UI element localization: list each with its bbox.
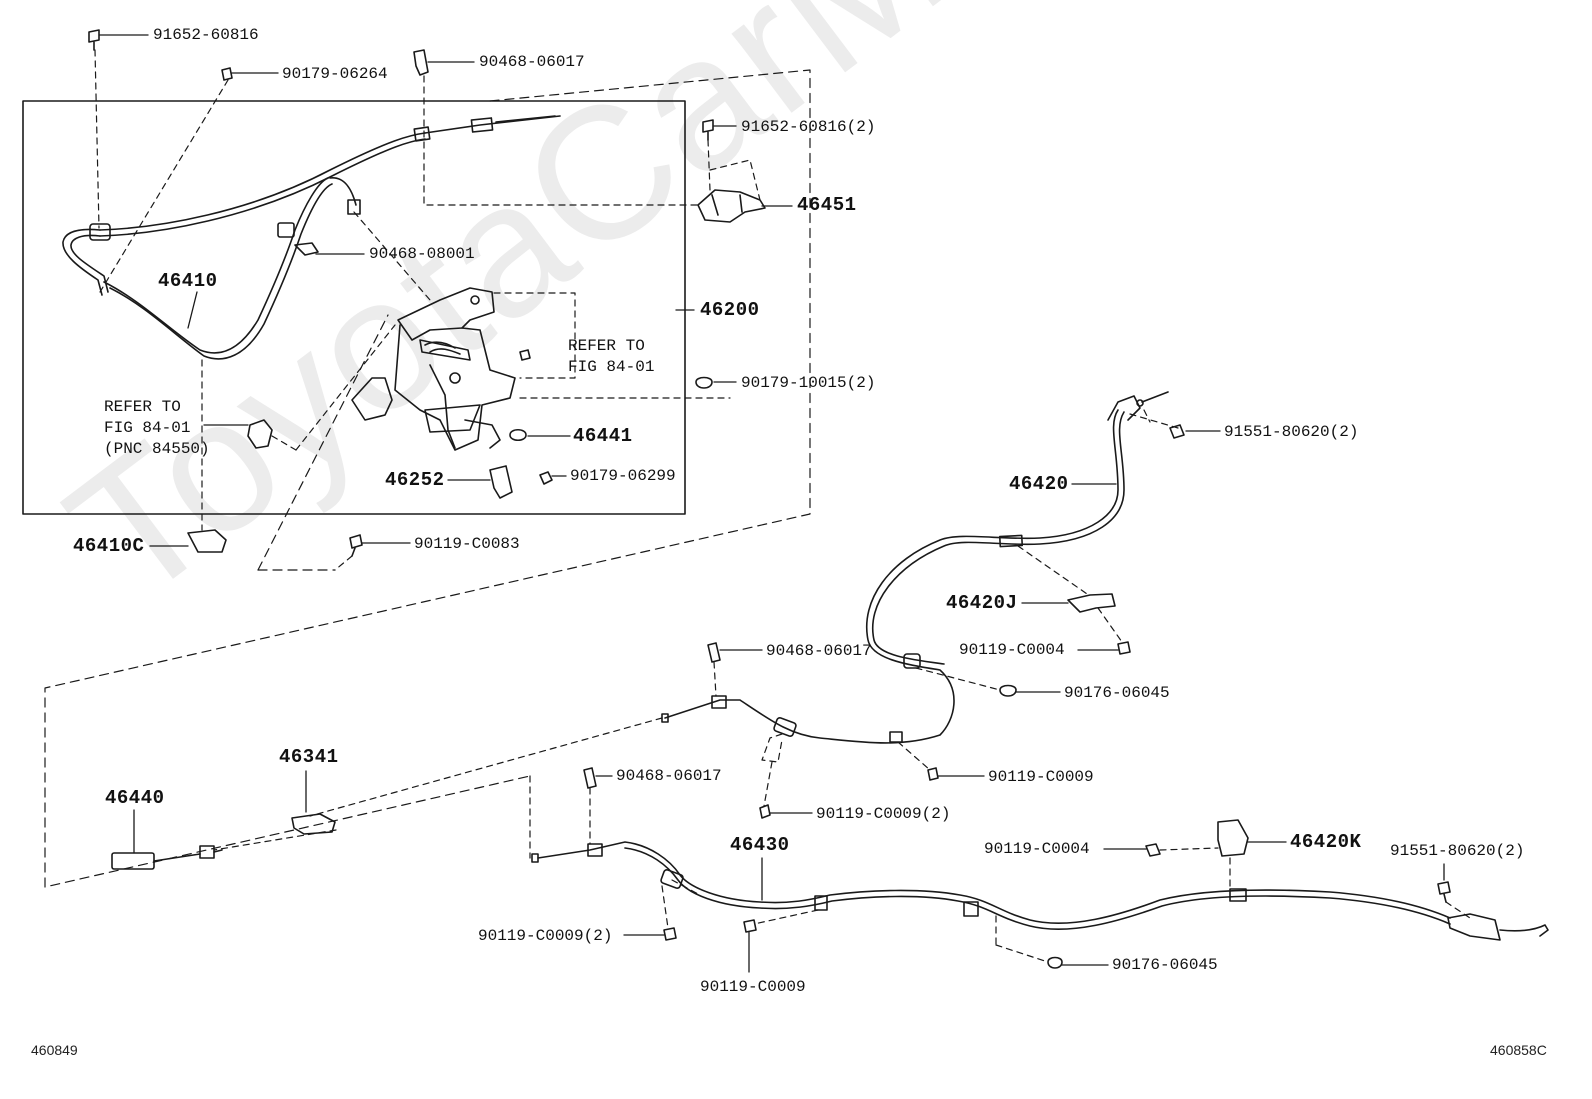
clip-refer: [247, 419, 273, 449]
small-parts: [88, 29, 766, 557]
bolt-90119-C0009-a: [927, 767, 939, 781]
label-90468-08001: 90468-08001: [369, 245, 475, 263]
label-90119-C0009-b: 90119-C0009: [700, 978, 806, 996]
label-90119-C0009-2-a: 90119-C0009(2): [816, 805, 951, 823]
label-90119-C0004-a: 90119-C0004: [959, 641, 1065, 659]
bolt-90119-C0009-b: [743, 919, 757, 933]
bolt-top-left: [88, 29, 100, 51]
label-46410C: 46410C: [73, 535, 145, 557]
label-46441: 46441: [573, 425, 633, 447]
label-46341: 46341: [279, 746, 339, 768]
nut-90179-06299: [539, 471, 553, 485]
cable-46440: [111, 845, 223, 870]
rear-cable-46430: [531, 841, 1549, 941]
bolt-90179-pedal: [519, 349, 531, 361]
nut-90176-06045-a: [999, 684, 1017, 697]
figure-code-right: 460858C: [1490, 1042, 1547, 1058]
label-90468-06017-top: 90468-06017: [479, 53, 585, 71]
clamp-46420J: [1067, 593, 1116, 613]
clip-90468-06017-top: [413, 49, 429, 76]
label-90119-C0083: 90119-C0083: [414, 535, 520, 553]
assembly-frame: [22, 100, 686, 515]
label-91551-80620-2-b: 91551-80620(2): [1390, 842, 1525, 860]
bolt-90119-C0009-2a: [759, 804, 771, 819]
label-46200: 46200: [700, 299, 760, 321]
label-90119-C0004-b: 90119-C0004: [984, 840, 1090, 858]
label-90179-10015-2: 90179-10015(2): [741, 374, 876, 392]
label-46252: 46252: [385, 469, 445, 491]
bolt-90119-C0004-b: [1145, 843, 1161, 857]
label-90179-06264: 90179-06264: [282, 65, 388, 83]
label-46420: 46420: [1009, 473, 1069, 495]
bolt-91551-b: [1437, 881, 1451, 903]
label-90119-C0009-a: 90119-C0009: [988, 768, 1094, 786]
bracket-46420K: [1217, 819, 1249, 857]
label-90468-06017-low: 90468-06017: [616, 767, 722, 785]
label-91652-60816: 91652-60816: [153, 26, 259, 44]
label-91551-80620-2-a: 91551-80620(2): [1224, 423, 1359, 441]
bolt-90119-C0004-a: [1117, 641, 1131, 655]
nut-46441: [509, 428, 527, 442]
note-refer-fig-84-01: REFER TO FIG 84-01: [568, 337, 655, 376]
label-90468-06017-mid: 90468-06017: [766, 642, 872, 660]
clip-46252: [489, 465, 513, 499]
label-46420J: 46420J: [946, 592, 1018, 614]
bolt-91551-a: [1169, 424, 1185, 439]
bolt-90119-C0083: [349, 534, 363, 557]
label-46440: 46440: [105, 787, 165, 809]
label-46420K: 46420K: [1290, 831, 1362, 853]
label-46430: 46430: [730, 834, 790, 856]
stay-46410C: [187, 529, 227, 553]
leader-lines: [99, 34, 1445, 973]
label-90176-06045-a: 90176-06045: [1064, 684, 1170, 702]
equalizer-46341: [291, 813, 336, 835]
label-90176-06045-b: 90176-06045: [1112, 956, 1218, 974]
clip-90179-06264: [221, 67, 233, 81]
label-91652-60816-2: 91652-60816(2): [741, 118, 876, 136]
nut-90176-06045-b: [1047, 956, 1063, 969]
label-46410: 46410: [158, 270, 218, 292]
bolt-91652-2: [702, 119, 714, 141]
bolt-90119-C0009-2b: [663, 927, 677, 941]
label-90119-C0009-2-b: 90119-C0009(2): [478, 927, 613, 945]
clip-90468-06017-low: [583, 767, 597, 789]
front-cable-46410: [62, 115, 561, 360]
label-46451: 46451: [797, 194, 857, 216]
clip-90468-06017-mid: [707, 642, 721, 663]
dashed-connectors: [94, 49, 1471, 963]
label-90179-06299: 90179-06299: [570, 467, 676, 485]
rear-cable-46420: [661, 391, 1169, 744]
figure-code-left: 460849: [31, 1042, 78, 1058]
clip-90468-08001: [294, 242, 319, 256]
nut-90179-10015: [695, 376, 713, 389]
bracket-46451: [697, 189, 766, 223]
note-refer-fig-84-01-pnc: REFER TO FIG 84-01 (PNC 84550): [104, 398, 210, 458]
pedal-bracket-assembly: [351, 287, 516, 451]
